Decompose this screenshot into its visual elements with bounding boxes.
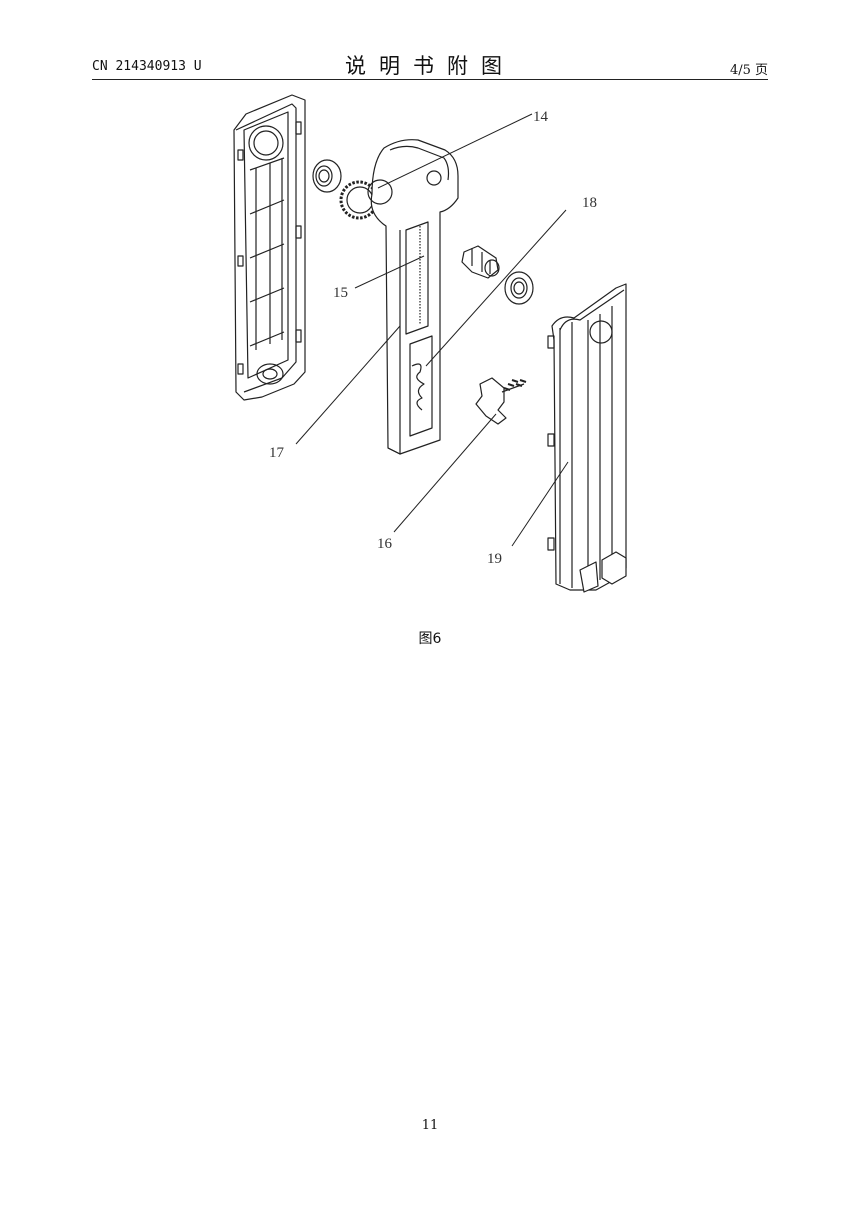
ref-label-14: 14 <box>533 109 549 125</box>
ref-label-17: 17 <box>269 445 285 461</box>
ref-label-19: 19 <box>487 551 502 567</box>
leader-lines <box>295 113 569 547</box>
header-title: 说明书附图 <box>345 54 515 78</box>
ref-label-15: 15 <box>333 285 348 301</box>
part-15-slide-bar <box>367 139 459 455</box>
header-rule <box>92 79 768 80</box>
publication-number: CN 214340913 U <box>92 59 202 74</box>
washer-lower <box>504 271 534 305</box>
part-17-left-cover <box>233 94 306 401</box>
page-number: 11 <box>421 1118 439 1133</box>
ref-label-18: 18 <box>582 195 597 211</box>
washer-upper <box>312 159 342 193</box>
page-indicator: 4/5 页 <box>729 63 768 78</box>
patent-figure: 14 18 15 17 16 19 <box>0 90 860 610</box>
exploded-assembly-drawing: 14 18 15 17 16 19 <box>233 94 627 593</box>
pin-bolt <box>461 245 500 279</box>
figure-caption: 图6 <box>418 631 442 647</box>
part-19-right-cover <box>547 283 627 593</box>
page-header: CN 214340913 U 说明书附图 4/5 页 <box>92 54 768 82</box>
part-16-latch <box>475 377 527 425</box>
ref-label-16: 16 <box>377 536 393 552</box>
